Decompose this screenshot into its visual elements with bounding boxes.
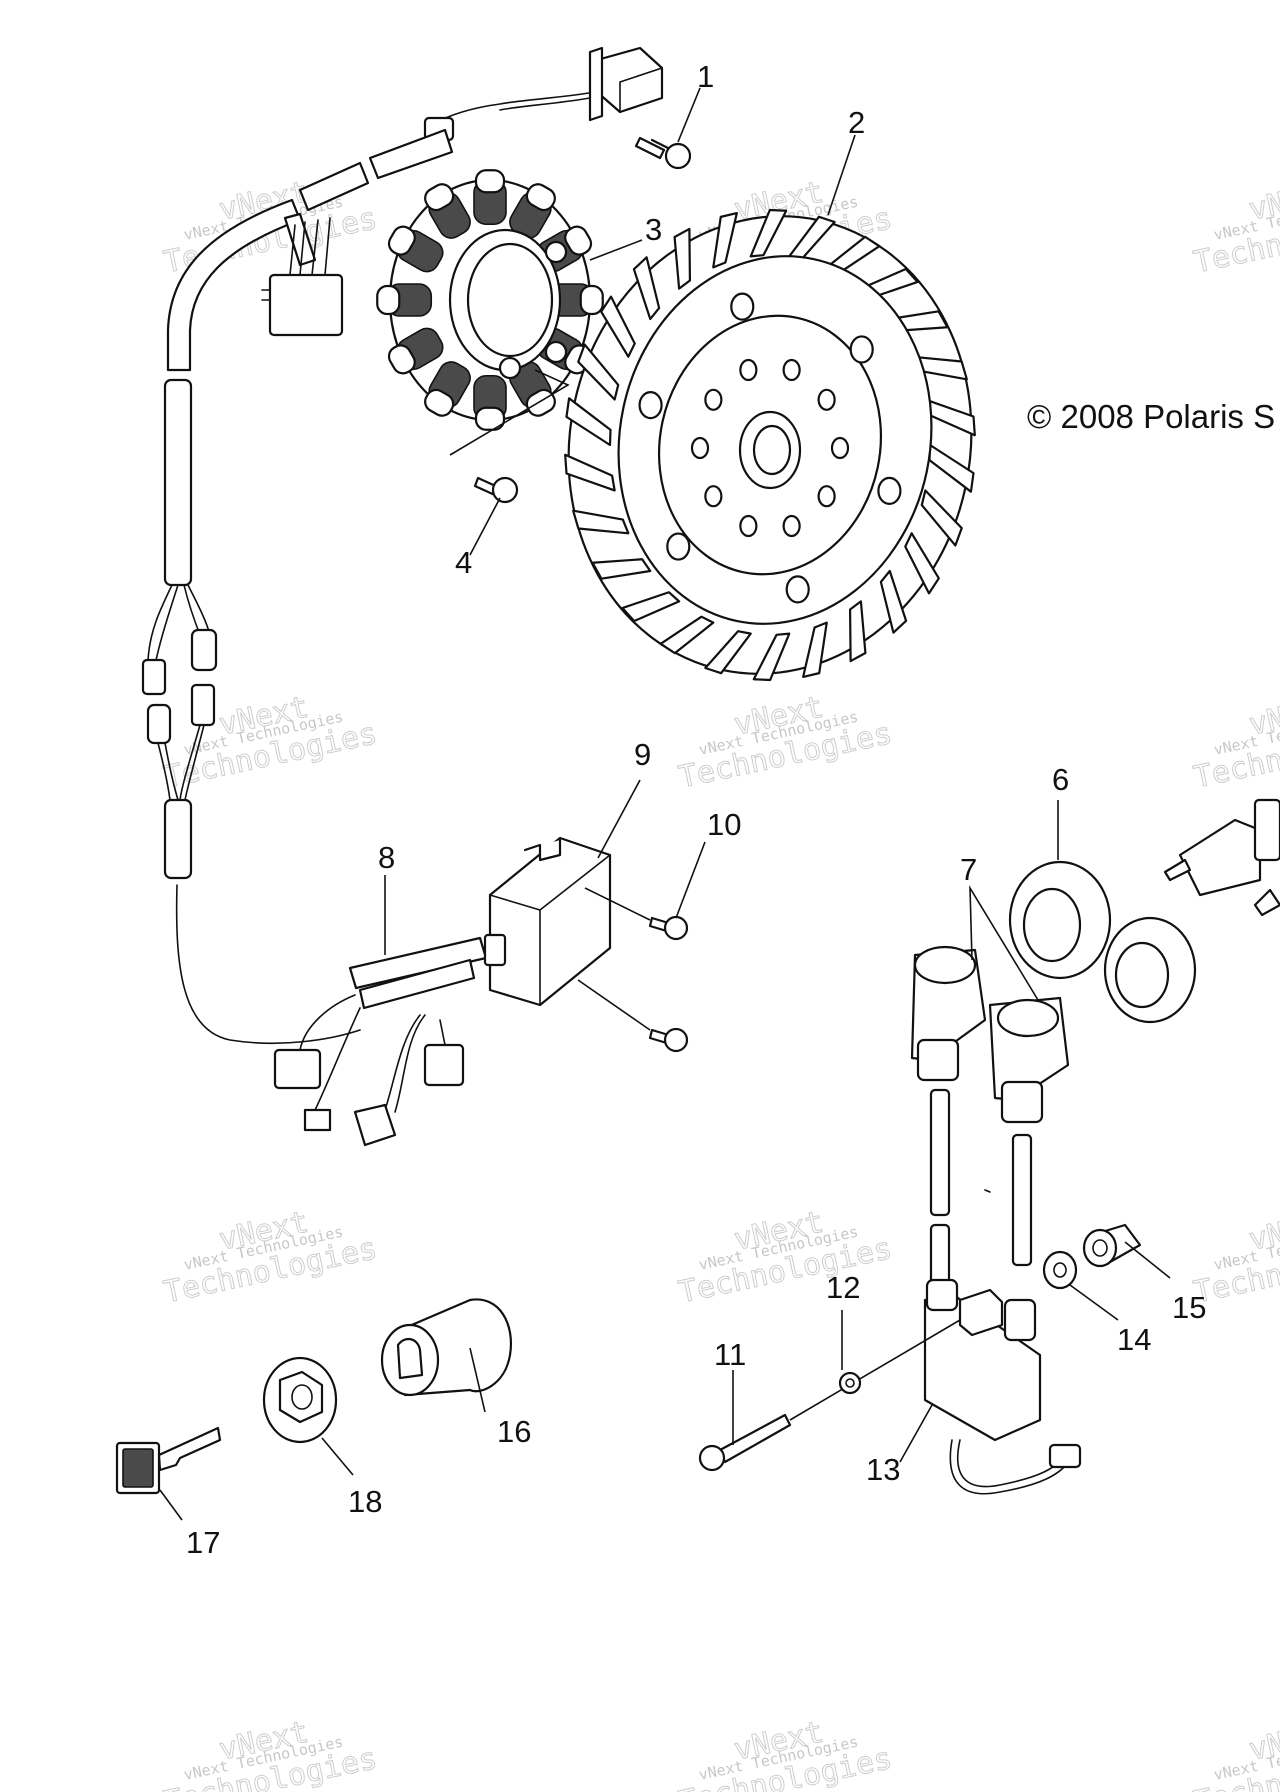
- stator-coil: [424, 361, 471, 417]
- flywheel-hole: [704, 485, 723, 508]
- flywheel-fin: [904, 532, 940, 595]
- flywheel-hole: [690, 436, 710, 460]
- part-17-key: [115, 1426, 222, 1495]
- flywheel-fin: [802, 621, 828, 679]
- harness-sheath: [163, 378, 193, 587]
- part-10-screws: [577, 887, 689, 1053]
- part-1-pickup: [588, 46, 692, 170]
- flywheel-fin: [879, 569, 908, 634]
- flywheel-hole: [704, 388, 723, 411]
- callout-18: 18: [348, 1484, 382, 1519]
- part-12-star-washer: [838, 1371, 862, 1395]
- stator-coil: [473, 169, 507, 226]
- stator-coil: [387, 327, 444, 375]
- flywheel-bolt: [730, 292, 755, 321]
- flywheel-fin: [621, 591, 681, 623]
- part-4-screw: [473, 476, 519, 504]
- callout-9: 9: [634, 737, 651, 772]
- callout-17: 17: [186, 1525, 220, 1560]
- callout-15: 15: [1172, 1290, 1206, 1325]
- flywheel-hole: [782, 514, 801, 538]
- flywheel-fin: [564, 453, 616, 492]
- spark-plugs: [1163, 798, 1280, 917]
- callout-13: 13: [866, 1452, 900, 1487]
- flywheel-fin: [920, 489, 963, 547]
- harness-connector: [190, 683, 216, 727]
- flywheel-fin: [632, 256, 661, 321]
- stator-coil: [473, 374, 507, 431]
- part-8-wire-harness: [273, 933, 507, 1147]
- flywheel-hole: [817, 485, 836, 508]
- harness-connector: [190, 628, 218, 672]
- callout-12: 12: [826, 1270, 860, 1305]
- stator-harness: [141, 91, 596, 1045]
- harness-connector: [141, 658, 167, 696]
- callout-1: 1: [697, 59, 714, 94]
- flywheel-hole: [739, 358, 758, 382]
- part-18-nut: [262, 1356, 338, 1444]
- part-9-cdi-module: [488, 836, 612, 1007]
- stator-coil: [509, 183, 556, 239]
- part-16-switch: [380, 1298, 513, 1397]
- callout-14: 14: [1117, 1322, 1151, 1357]
- stator-connector: [268, 273, 344, 337]
- part-13-ignition-coil: [923, 1278, 1082, 1495]
- flywheel-fin: [572, 509, 630, 535]
- flywheel-bolt: [666, 532, 691, 561]
- flywheel-bolt: [638, 391, 663, 420]
- flywheel-fin: [749, 208, 788, 258]
- part-11-bolt: [698, 1319, 961, 1472]
- flywheel-fin: [600, 295, 636, 358]
- flywheel-hole: [830, 436, 850, 460]
- callout-16: 16: [497, 1414, 531, 1449]
- leader-lines: [159, 87, 1171, 1521]
- flywheel-bolt: [877, 476, 902, 505]
- harness-connector: [146, 703, 172, 745]
- callout-4: 4: [455, 545, 472, 580]
- part-6-grommets: [1008, 860, 1197, 1024]
- callout-10: 10: [707, 807, 741, 842]
- part-14-washer: [1042, 1250, 1078, 1290]
- flywheel-fin: [752, 632, 791, 682]
- flywheel-fin: [704, 630, 752, 675]
- flywheel-fin: [577, 343, 620, 401]
- flywheel-hole: [782, 358, 801, 382]
- flywheel-fin: [591, 558, 652, 580]
- flywheel-fin: [848, 600, 867, 663]
- callout-7: 7: [960, 852, 977, 887]
- callout-2: 2: [848, 105, 865, 140]
- stator-coil: [376, 283, 433, 317]
- flywheel-bolt: [785, 575, 810, 604]
- flywheel-hole: [739, 514, 758, 538]
- part-7-plug-caps: [910, 945, 1070, 1297]
- flywheel-fin: [565, 397, 612, 447]
- flywheel-fin: [673, 227, 692, 290]
- callout-8: 8: [378, 840, 395, 875]
- flywheel-hole: [817, 388, 836, 411]
- callout-3: 3: [645, 212, 662, 247]
- stator-coil: [424, 183, 471, 239]
- flywheel-fin: [712, 211, 738, 269]
- flywheel-bolt: [849, 335, 874, 364]
- callout-labels: 1 2 3 4 6 7 8 9 10 11 12 13 14 15 16 18 …: [186, 59, 1206, 1560]
- stator-coil: [387, 225, 444, 273]
- flywheel-fin: [659, 615, 715, 655]
- part-15-bushing: [1082, 1223, 1142, 1268]
- callout-6: 6: [1052, 762, 1069, 797]
- part-2-flywheel: [564, 208, 976, 682]
- copyright-text: © 2008 Polaris S: [1027, 398, 1275, 435]
- callout-11: 11: [714, 1337, 746, 1372]
- part-3-stator: [376, 169, 604, 456]
